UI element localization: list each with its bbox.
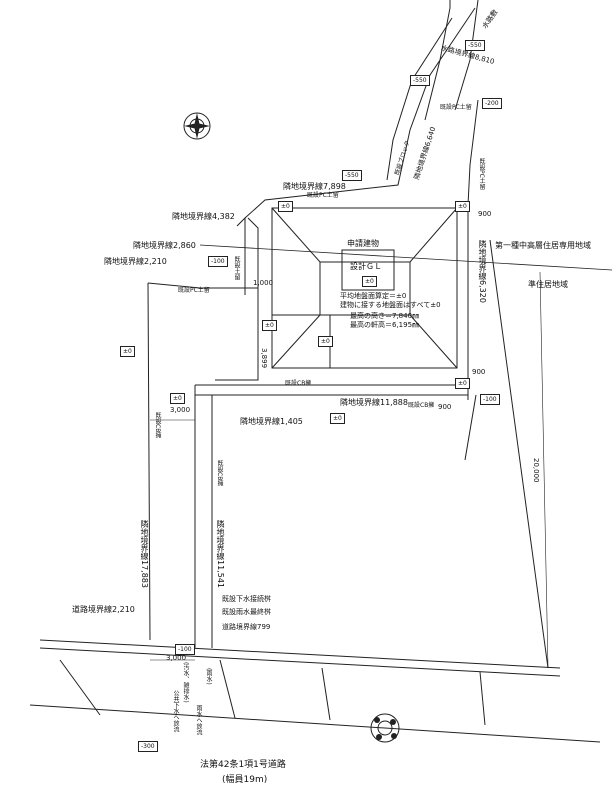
roof-hip-bottom (271, 314, 458, 369)
access-inner (215, 288, 259, 381)
label-existing-fence-mid: 既設CB擁 (285, 380, 312, 387)
label-boundary-1405: 隣地境界線1,405 (240, 417, 303, 426)
zone-label-1: 第一種中高層住居専用地域 (495, 241, 591, 250)
design-gl-title: 設計ＧＬ (350, 262, 382, 271)
label-zero-7: ±0 (330, 413, 345, 424)
label-rain-final: 既設雨水最終桝 (222, 608, 271, 616)
zone-label-2: 準住居地域 (528, 280, 568, 289)
label-rain-runoff: 雨水へ放流 (195, 705, 202, 735)
label-level-100-right: -100 (480, 394, 500, 405)
label-boundary-4382: 隣地境界線4,382 (172, 212, 235, 221)
road-curve-1 (59, 659, 101, 716)
label-dim-3899: 3,899 (260, 348, 268, 369)
label-zero-2: ±0 (455, 201, 470, 212)
road-curve-4 (479, 671, 486, 726)
label-dim-3000-top: 3,000 (170, 406, 191, 414)
label-existing-pc-wall-top: 既設PC土留 (307, 192, 339, 199)
label-level-100: -100 (208, 256, 228, 267)
road-edge-2 (39, 647, 561, 677)
label-boundary-2210: 隣地境界線2,210 (104, 257, 167, 266)
label-dim-20000: 20,000 (532, 458, 540, 483)
building-title: 申請建物 (347, 239, 379, 248)
label-drain-1: (汚水、雑排水) (182, 662, 189, 703)
label-existing-retaining-wall: 既設PC土留 (440, 104, 472, 111)
building-step (272, 314, 331, 368)
label-level-100-bottom: -100 (175, 644, 195, 655)
label-dim-1000: 1,000 (253, 279, 274, 287)
label-sewer-connection: 既設下水接続桝 (222, 595, 271, 603)
label-level-550-mid: -550 (410, 75, 430, 86)
label-boundary-17883: 隣地境界線17,883 (140, 520, 149, 588)
label-zero-4: ±0 (318, 336, 333, 347)
left-upper-boundary (147, 217, 259, 289)
road-name: 法第42条1項1号道路 (200, 760, 286, 770)
label-existing-wall-left: 既設土留 (233, 256, 240, 280)
building-outline (271, 207, 458, 369)
roof-hip-sides (319, 262, 411, 315)
label-public-sewer: 公共下水へ放流 (172, 690, 179, 732)
max-height: 最高の高さ＝7,840㎜ (350, 312, 420, 320)
road-curve-2 (219, 659, 236, 719)
right-boundary-bottom (464, 394, 477, 461)
north-boundary-line (244, 7, 476, 219)
label-zero-1: ±0 (278, 201, 293, 212)
label-road-boundary-2210: 道路境界線2,210 (72, 605, 135, 614)
long-zone-boundary (489, 239, 549, 669)
label-existing-pc-wall-left: 既設PC土留 (178, 287, 210, 294)
average-ground-line-1: 平均地盤面算定＝±0 (340, 292, 407, 300)
roof-hip-top (271, 207, 458, 263)
label-zero-8: ±0 (455, 378, 470, 389)
label-existing-wall-right: 既設PC土留 (478, 158, 485, 190)
road-width: (幅員19m) (222, 775, 268, 785)
label-boundary-7898: 隣地境界線7,898 (283, 182, 346, 191)
north-channel-inner (386, 17, 453, 181)
average-ground-line-2: 建物に接する地盤面はすべて±0 (340, 301, 441, 309)
left-outer-boundary (147, 282, 151, 641)
label-dim-900-right: 900 (472, 368, 486, 376)
left-wall-segment (236, 216, 246, 295)
compass-rose-icon (183, 112, 211, 140)
max-eave-height: 最高の軒高＝6,195㎜ (350, 321, 420, 329)
tree-symbol-icon (370, 713, 400, 743)
channel-line-1 (424, 0, 451, 121)
label-dim-900-bottom: 900 (438, 403, 452, 411)
label-zero-6: ±0 (170, 393, 185, 404)
right-boundary-top (467, 99, 479, 400)
label-zero-3: ±0 (262, 320, 277, 331)
label-dim-3000-bottom: 3,000 (166, 654, 187, 662)
channel-line-2 (454, 0, 479, 111)
design-gl-box (341, 249, 395, 291)
label-north-road-level: -550 (465, 40, 485, 51)
label-level-200-right: -200 (482, 98, 502, 109)
label-existing-fence-right: 既設CB擁 (408, 402, 435, 409)
label-drain-2: (雨水) (205, 668, 212, 685)
label-boundary-2860: 隣地境界線2,860 (133, 241, 196, 250)
label-boundary-11541: 隣地境界線11,541 (216, 520, 225, 588)
label-zero-5: ±0 (120, 346, 135, 357)
road-curve-3 (321, 667, 331, 721)
label-road-boundary-799: 道路境界線799 (222, 623, 271, 631)
label-dim-900-top: 900 (478, 210, 492, 218)
dim-line-20000 (539, 271, 549, 669)
road-edge-1 (39, 639, 561, 669)
zone-line (199, 244, 613, 271)
label-existing-fence-left: 既設CB擁 (154, 412, 161, 439)
design-gl-value: ±0 (362, 276, 377, 287)
label-boundary-11888: 隣地境界線11,888 (340, 398, 408, 407)
label-boundary-6320: 隣地境界線6,320 (478, 240, 487, 303)
label-level-550-top: -550 (342, 170, 362, 181)
label-level-300: -300 (138, 741, 158, 752)
label-existing-fence-vert: 既設CB擁 (216, 460, 223, 487)
road-edge-3 (29, 704, 601, 743)
